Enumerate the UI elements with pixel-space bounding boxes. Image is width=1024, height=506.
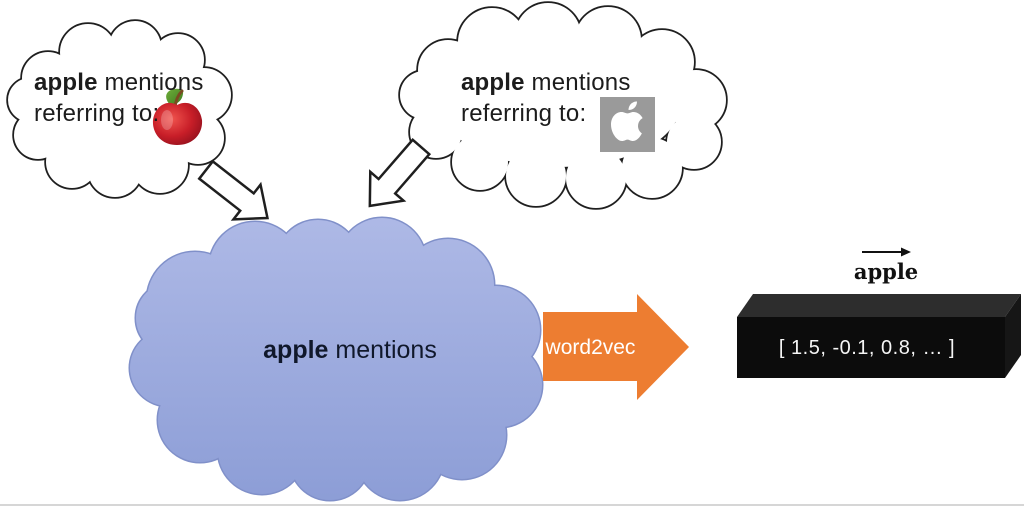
word2vec-arrow-label: word2vec (545, 336, 636, 359)
thought-cloud-left-text: apple mentions referring to: (34, 67, 204, 129)
thought-cloud-right-line2: referring to: (461, 100, 587, 127)
red-apple-icon (152, 88, 203, 145)
word2vec-arrow-shape (543, 294, 689, 400)
vector-notation-arrow-icon (862, 247, 911, 257)
vector-values-text: [ 1.5, -0.1, 0.8, … ] (778, 337, 956, 359)
main-cloud-label: apple mentions (263, 336, 437, 364)
vector-box-shape (737, 294, 1021, 378)
thought-cloud-right-line1: apple mentions (461, 69, 631, 96)
bottom-edge-line (0, 504, 1024, 506)
thought-cloud-right-text: apple mentions referring to: (461, 67, 631, 129)
thought-cloud-left-line2: referring to: (34, 100, 160, 127)
vector-box-side-face (1005, 294, 1021, 378)
vector-box-front-face (737, 317, 1005, 378)
apple-logo-icon (600, 97, 655, 152)
vector-box-top-face (737, 294, 1021, 317)
vector-word-label: apple (853, 259, 919, 284)
thought-cloud-left-line1: apple mentions (34, 69, 204, 96)
